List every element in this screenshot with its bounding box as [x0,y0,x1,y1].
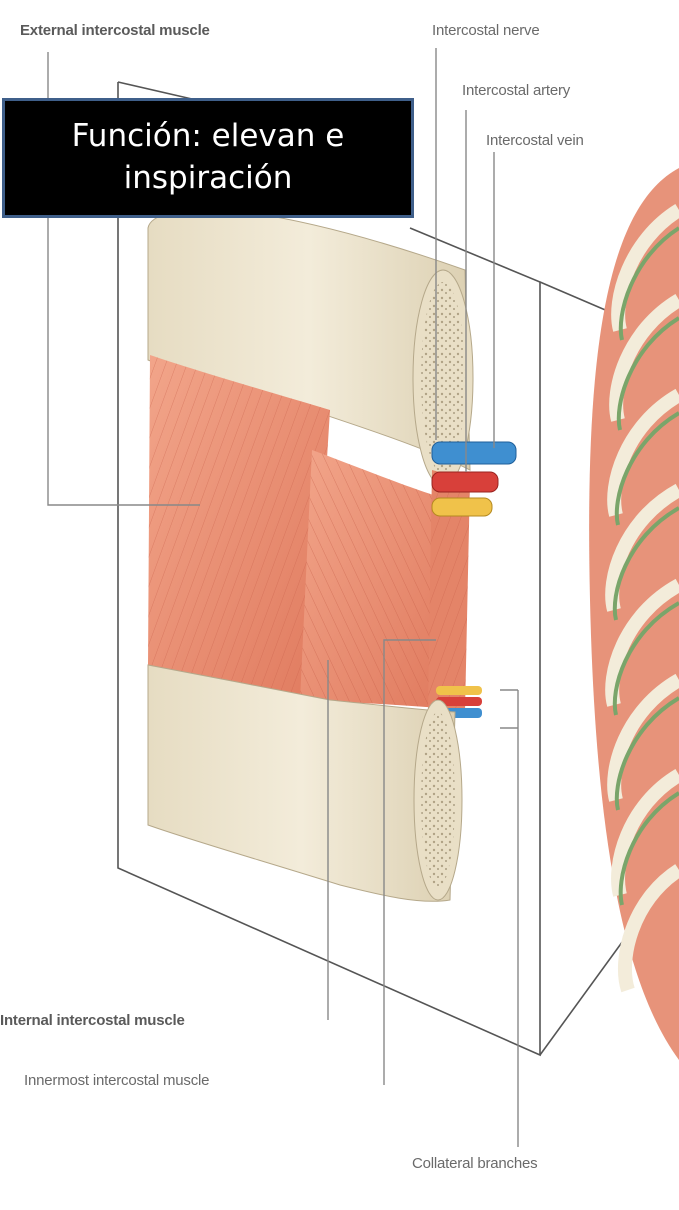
function-line-2: inspiración [5,157,411,199]
neurovascular-bundle [432,442,516,516]
label-innermost-intercostal-muscle: Innermost intercostal muscle [24,1072,209,1089]
internal-intercostal-muscle-shape [300,450,450,708]
rib-cage [589,168,679,1060]
label-intercostal-vein: Intercostal vein [486,132,584,149]
label-external-intercostal-muscle: External intercostal muscle [20,22,210,39]
label-collateral-branches: Collateral branches [412,1155,537,1172]
function-callout: Función: elevan e inspiración [2,98,414,218]
function-line-1: Función: elevan e [5,115,411,157]
label-intercostal-nerve: Intercostal nerve [432,22,540,39]
label-intercostal-artery: Intercostal artery [462,82,570,99]
label-internal-intercostal-muscle: Internal intercostal muscle [0,1012,185,1029]
